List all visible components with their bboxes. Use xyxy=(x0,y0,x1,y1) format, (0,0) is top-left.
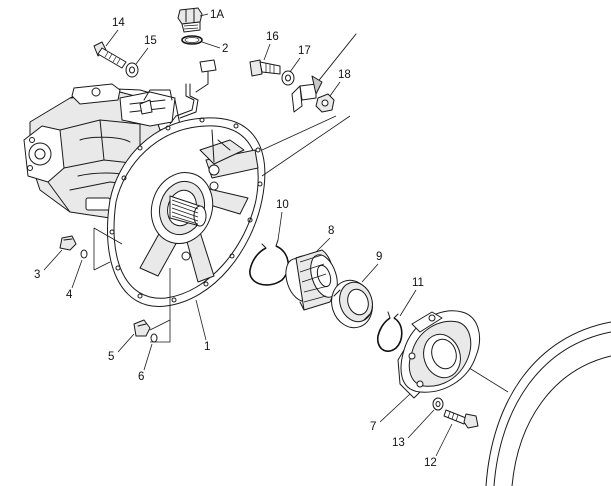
bolt-part-14 xyxy=(93,41,127,69)
snap-ring-part-11 xyxy=(376,311,403,352)
bracket-plate xyxy=(291,33,357,113)
callout-6: 6 xyxy=(138,371,144,383)
bolt-part-16 xyxy=(249,59,281,77)
washer-part-4 xyxy=(80,249,88,259)
oil-seal-part-9 xyxy=(331,279,373,329)
callout-10: 10 xyxy=(276,199,289,211)
callout-17: 17 xyxy=(298,45,311,57)
callout-16: 16 xyxy=(266,31,279,43)
bearing-cover-part-7 xyxy=(397,310,480,399)
flange-housing xyxy=(107,59,266,307)
callout-1: 1 xyxy=(204,341,210,353)
callout-15: 15 xyxy=(144,35,157,47)
callout-14: 14 xyxy=(112,17,125,29)
bolt-part-3 xyxy=(59,235,77,251)
callout-11: 11 xyxy=(412,277,424,289)
callout-13: 13 xyxy=(392,437,405,449)
callout-5: 5 xyxy=(108,351,114,363)
callout-3: 3 xyxy=(34,269,40,281)
callout-labels: 1A 2 14 15 16 17 18 10 8 9 11 3 4 1 5 6 xyxy=(34,9,453,469)
nut-part-18 xyxy=(315,93,335,113)
hydraulic-pump-body xyxy=(23,83,181,219)
plug-part-1A xyxy=(177,7,203,33)
o-ring-part-2 xyxy=(181,35,203,45)
callout-8: 8 xyxy=(328,225,334,237)
roller-bearing-part-8 xyxy=(285,249,338,311)
washer-part-6 xyxy=(150,333,158,343)
callout-12: 12 xyxy=(424,457,437,469)
washer-part-13 xyxy=(432,397,444,411)
ring-gear xyxy=(485,321,611,486)
bolt-part-12 xyxy=(443,409,479,429)
callout-7: 7 xyxy=(370,421,376,433)
callout-4: 4 xyxy=(66,289,73,301)
bolt-part-5 xyxy=(133,319,151,337)
washer-part-15 xyxy=(125,62,139,78)
callout-1A: 1A xyxy=(210,9,224,21)
callout-9: 9 xyxy=(376,251,382,263)
guide-lines xyxy=(93,115,509,393)
washer-part-17 xyxy=(281,70,295,86)
callout-2: 2 xyxy=(222,43,228,55)
snap-ring-part-10 xyxy=(249,239,289,286)
callout-18: 18 xyxy=(338,69,351,81)
